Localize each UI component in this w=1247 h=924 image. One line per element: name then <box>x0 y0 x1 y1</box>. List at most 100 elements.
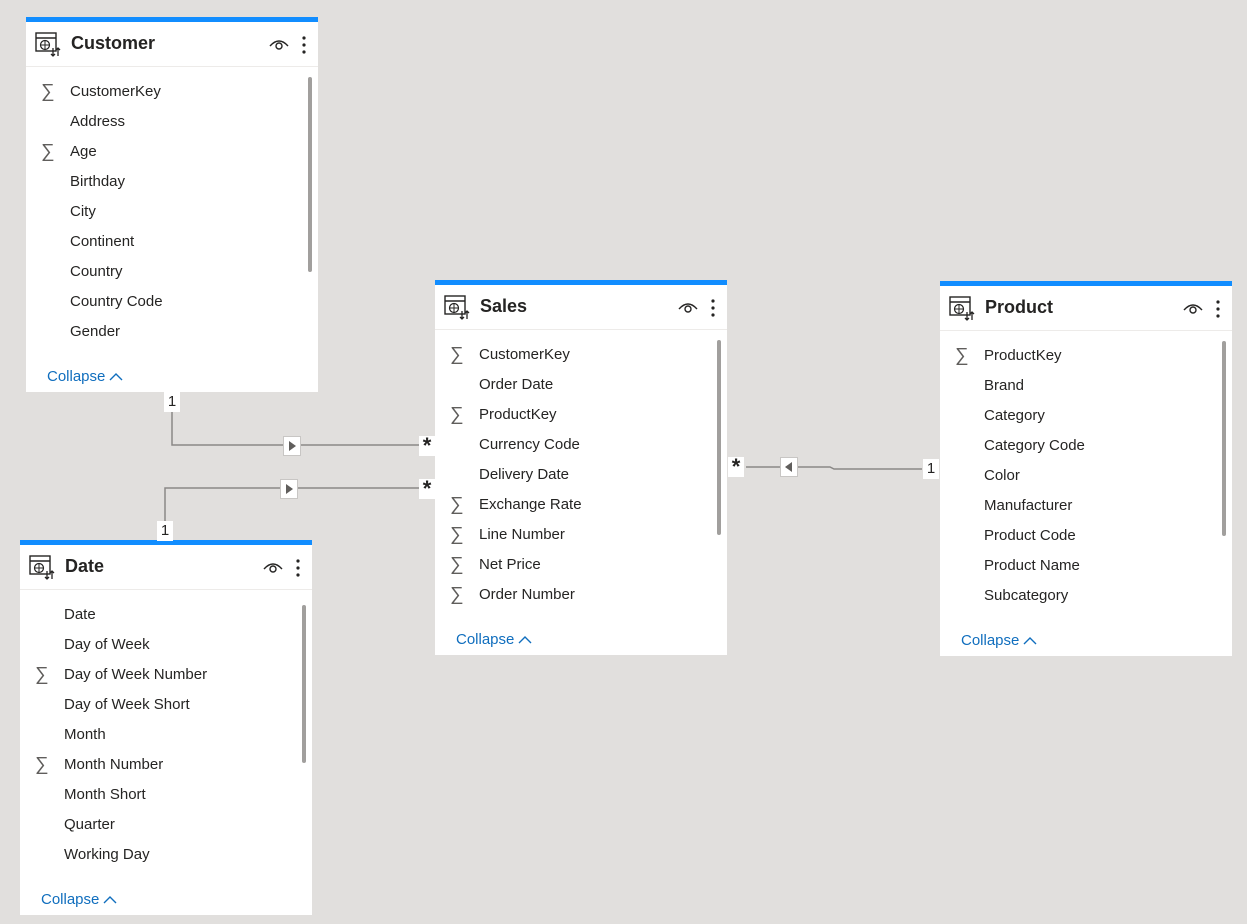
field-label: Brand <box>984 377 1025 394</box>
sigma-icon: ∑ <box>41 141 55 162</box>
field-item[interactable]: Day of Week <box>20 630 312 660</box>
collapse-label: Collapse <box>961 632 1020 649</box>
eye-icon[interactable] <box>1182 299 1204 317</box>
scrollbar[interactable] <box>302 605 306 763</box>
field-item[interactable]: Delivery Date <box>435 460 727 490</box>
field-label: Address <box>70 113 126 130</box>
customer-sales-many-cardinality: * <box>419 435 435 457</box>
field-item[interactable]: ∑ProductKey <box>940 341 1232 371</box>
more-options-icon[interactable] <box>292 557 304 579</box>
date-table-title: Date <box>65 556 105 576</box>
field-label: Country <box>70 263 123 280</box>
field-item[interactable]: ∑Age <box>26 137 318 167</box>
scrollbar[interactable] <box>717 340 721 535</box>
product-field-list: ∑ProductKey Brand Category Category Code… <box>940 331 1232 611</box>
customer-table-header[interactable]: Customer <box>26 22 318 67</box>
eye-icon[interactable] <box>268 35 290 53</box>
collapse-button[interactable]: Collapse <box>47 368 123 385</box>
field-item[interactable]: Category Code <box>940 431 1232 461</box>
field-item[interactable]: ∑ Line Number <box>435 520 727 550</box>
date-sales-relationship-line[interactable] <box>164 487 420 522</box>
sales-table-header[interactable]: Sales <box>435 285 727 330</box>
product-sales-relationship-line[interactable] <box>746 466 922 470</box>
sales-table-card[interactable]: Sales ∑CustomerKey Order Date ∑ProductKe… <box>435 280 727 655</box>
eye-icon[interactable] <box>677 298 699 316</box>
field-label: Working Day <box>64 846 150 863</box>
field-item[interactable]: ∑Order Number <box>435 580 727 610</box>
field-item[interactable]: ∑CustomerKey <box>435 340 727 370</box>
field-label: Day of Week <box>64 636 150 653</box>
more-options-icon[interactable] <box>707 297 719 319</box>
date-table-card[interactable]: Date Date Day of Week ∑Day of Week Numbe… <box>20 540 312 915</box>
field-item[interactable]: Color <box>940 461 1232 491</box>
field-item[interactable]: Brand <box>940 371 1232 401</box>
field-item[interactable]: Manufacturer <box>940 491 1232 521</box>
field-label: Currency Code <box>479 436 580 453</box>
sigma-icon: ∑ <box>955 345 969 366</box>
field-item[interactable]: Day of Week Short <box>20 690 312 720</box>
customer-table-card[interactable]: Customer ∑CustomerKey Address ∑Age Birth… <box>26 17 318 392</box>
field-label: Month Number <box>64 756 164 773</box>
field-item[interactable]: City <box>26 197 318 227</box>
field-label: Date <box>64 606 96 623</box>
field-item[interactable]: Address <box>26 107 318 137</box>
arrow-left-icon <box>785 462 792 472</box>
field-item[interactable]: Country Code <box>26 287 318 317</box>
field-label: Quarter <box>64 816 115 833</box>
chevron-up-icon <box>103 896 117 904</box>
field-label: CustomerKey <box>70 83 161 100</box>
sigma-icon: ∑ <box>450 524 464 545</box>
eye-icon[interactable] <box>262 558 284 576</box>
field-item[interactable]: ∑ProductKey <box>435 400 727 430</box>
field-label: Month <box>64 726 106 743</box>
filter-direction-arrow-icon[interactable] <box>780 457 798 477</box>
field-item[interactable]: Category <box>940 401 1232 431</box>
collapse-button[interactable]: Collapse <box>456 631 532 648</box>
more-options-icon[interactable] <box>1212 298 1224 320</box>
product-table-header[interactable]: Product <box>940 286 1232 331</box>
sigma-icon: ∑ <box>450 404 464 425</box>
collapse-button[interactable]: Collapse <box>961 632 1037 649</box>
field-item[interactable]: ∑Day of Week Number <box>20 660 312 690</box>
field-item[interactable]: Product Name <box>940 551 1232 581</box>
field-item[interactable]: ∑CustomerKey <box>26 77 318 107</box>
collapse-button[interactable]: Collapse <box>41 891 117 908</box>
field-item[interactable]: Gender <box>26 317 318 347</box>
field-item[interactable]: Order Date <box>435 370 727 400</box>
scrollbar[interactable] <box>308 77 312 272</box>
field-label: Category Code <box>984 437 1085 454</box>
customer-sales-relationship-line[interactable] <box>171 412 420 446</box>
filter-direction-arrow-icon[interactable] <box>280 479 298 499</box>
field-label: Country Code <box>70 293 163 310</box>
chevron-up-icon <box>1023 637 1037 645</box>
table-icon <box>949 296 975 321</box>
field-label: Manufacturer <box>984 497 1073 514</box>
field-item[interactable]: ∑ Month Number <box>20 750 312 780</box>
field-item[interactable]: Month <box>20 720 312 750</box>
field-item[interactable]: Working Day <box>20 840 312 870</box>
product-table-card[interactable]: Product ∑ProductKey Brand Category Categ… <box>940 281 1232 656</box>
field-item[interactable]: Subcategory <box>940 581 1232 611</box>
filter-direction-arrow-icon[interactable] <box>283 436 301 456</box>
table-icon <box>29 555 55 580</box>
field-item[interactable]: ∑Net Price <box>435 550 727 580</box>
field-item[interactable]: Month Short <box>20 780 312 810</box>
field-item[interactable]: Product Code <box>940 521 1232 551</box>
field-item[interactable]: Currency Code <box>435 430 727 460</box>
field-label: Order Number <box>479 586 575 603</box>
field-label: Birthday <box>70 173 126 190</box>
field-item[interactable]: Country <box>26 257 318 287</box>
field-item[interactable]: Continent <box>26 227 318 257</box>
field-label: Product Name <box>984 557 1080 574</box>
field-item[interactable]: Birthday <box>26 167 318 197</box>
field-item[interactable]: ∑Exchange Rate <box>435 490 727 520</box>
field-label: Line Number <box>479 526 565 543</box>
field-label: Continent <box>70 233 135 250</box>
field-item[interactable]: Quarter <box>20 810 312 840</box>
sigma-icon: ∑ <box>35 754 49 775</box>
field-item[interactable]: Date <box>20 600 312 630</box>
collapse-label: Collapse <box>456 631 515 648</box>
scrollbar[interactable] <box>1222 341 1226 536</box>
more-options-icon[interactable] <box>298 34 310 56</box>
date-table-header[interactable]: Date <box>20 545 312 590</box>
